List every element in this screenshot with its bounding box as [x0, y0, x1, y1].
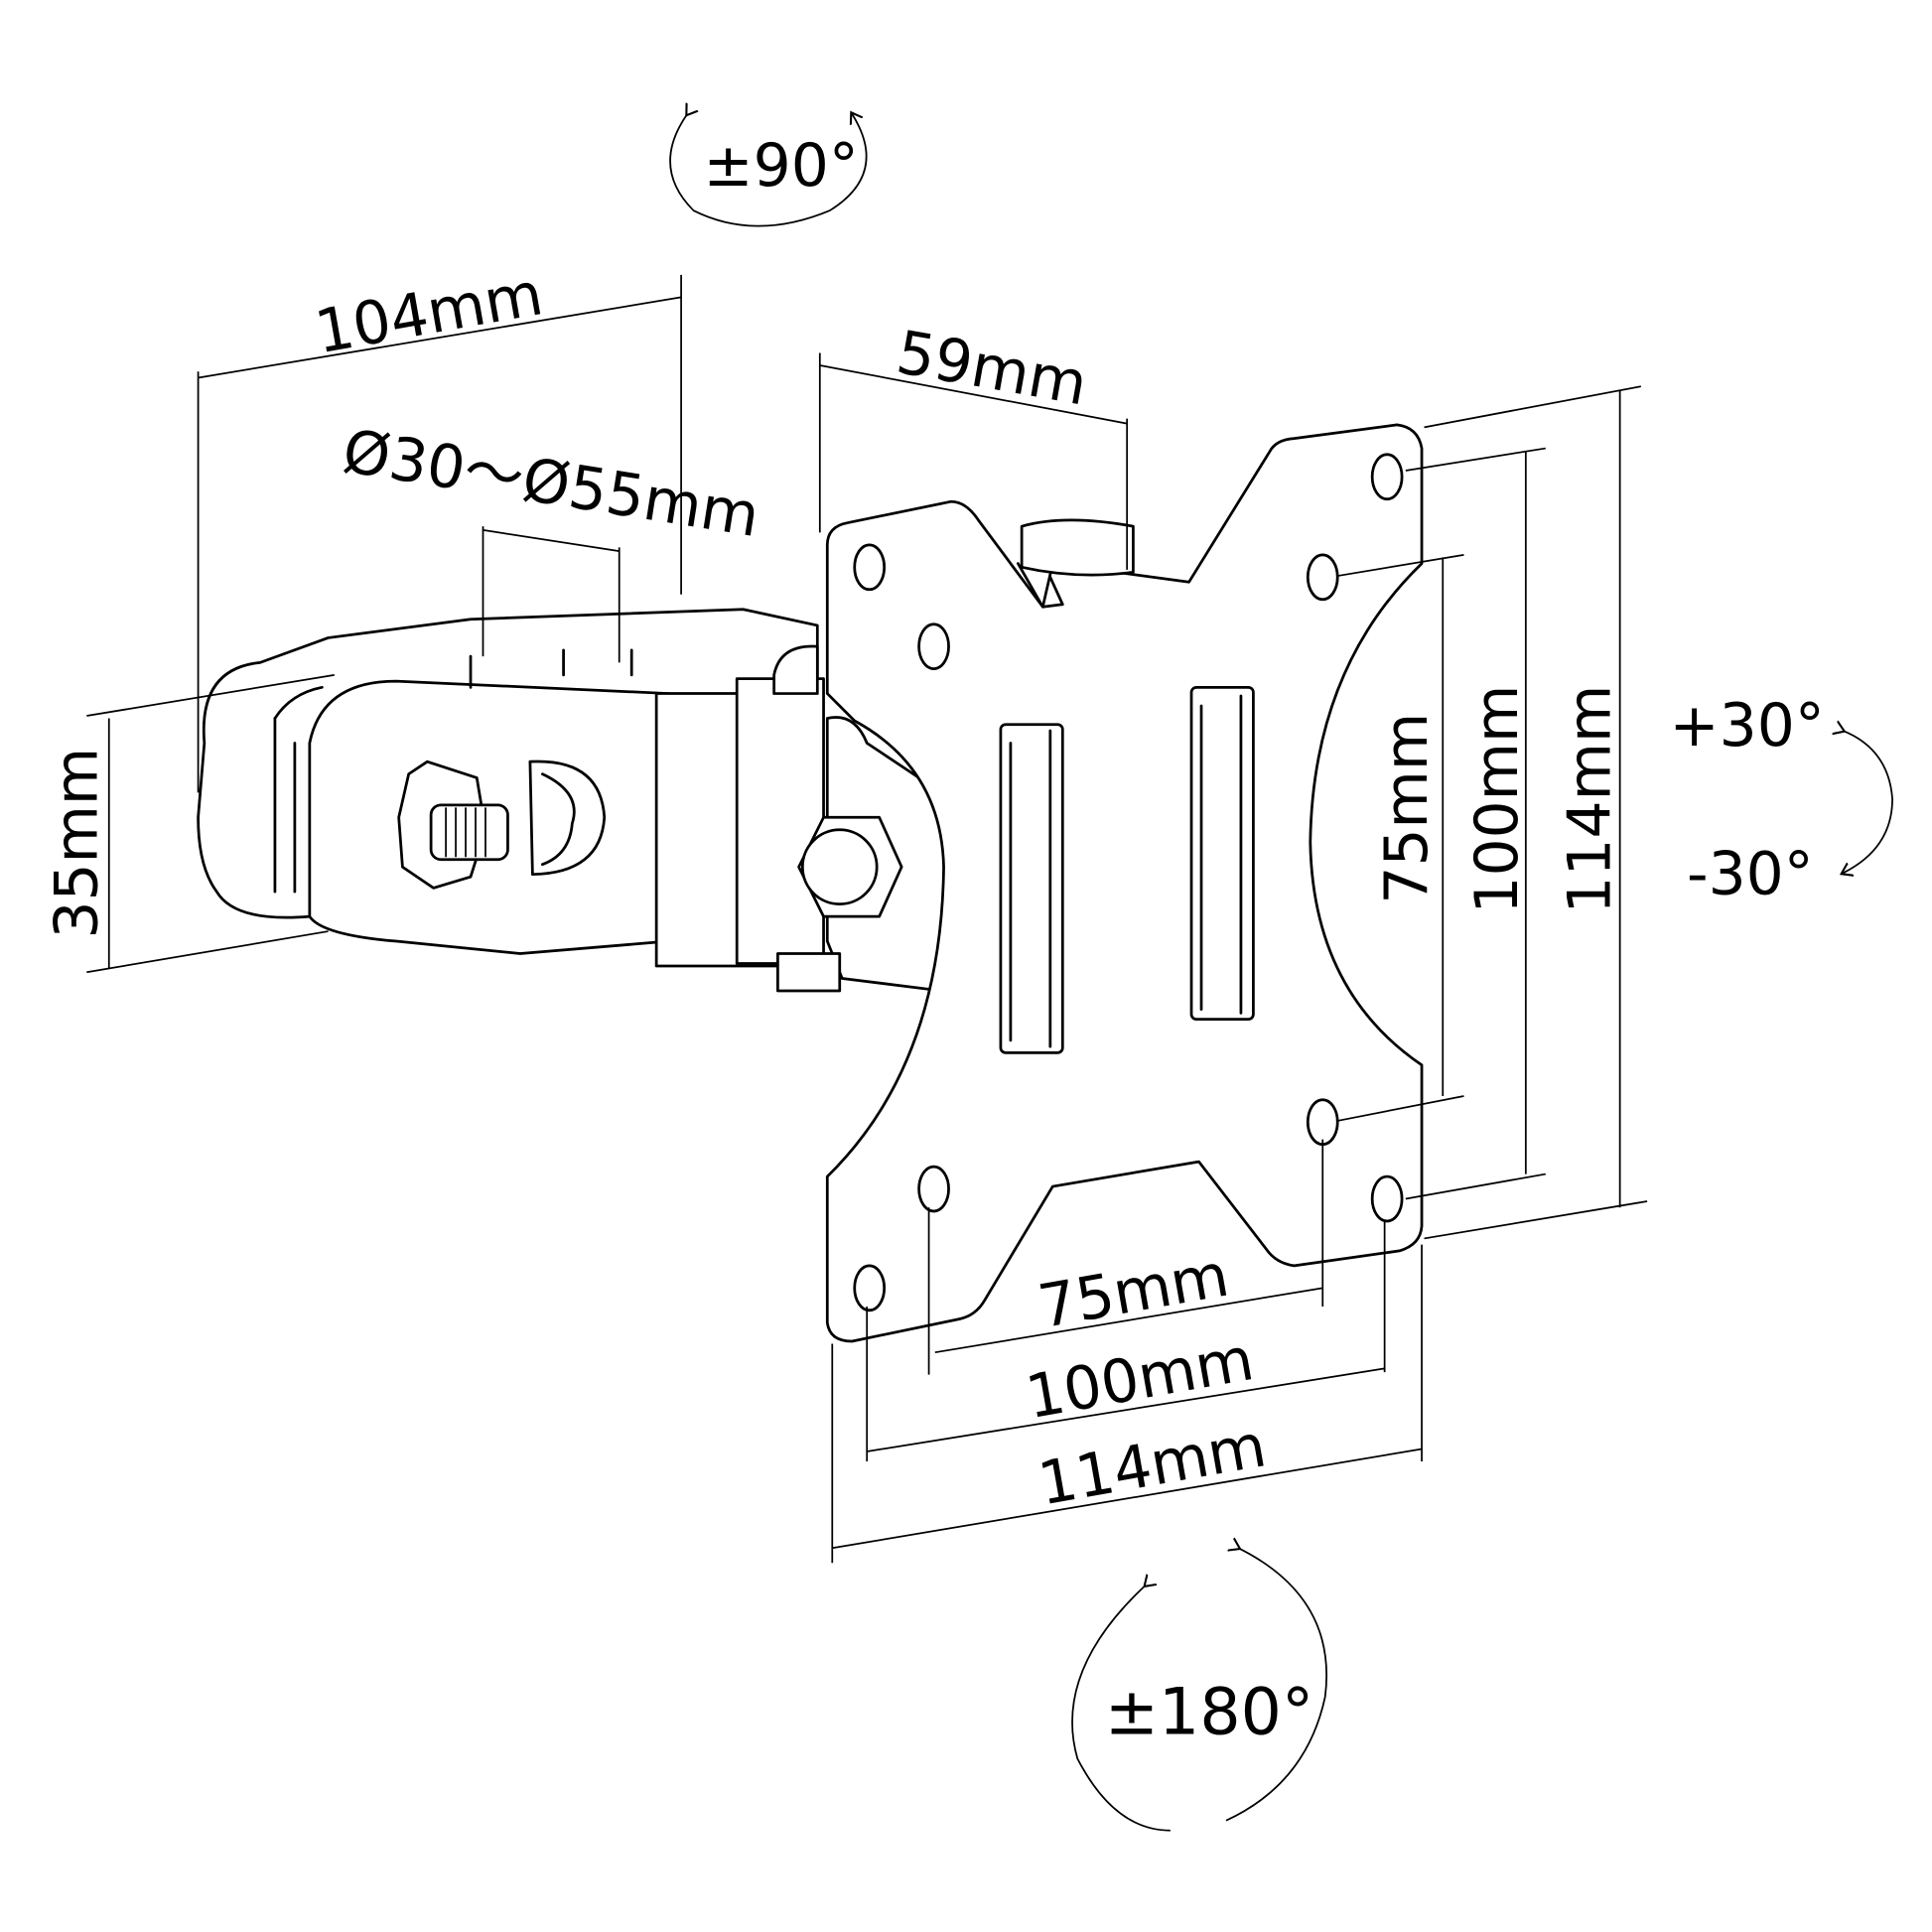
- mounting-holes: [853, 453, 1404, 1312]
- rotate-arrow-icon-2: [1225, 1548, 1327, 1822]
- rotation-tilt-up: +30°: [1670, 691, 1825, 760]
- dim-arm-length: 104mm: [310, 259, 548, 367]
- swivel-arrow-icon: [669, 114, 868, 227]
- dimension-lines: [86, 274, 1648, 1564]
- hex-nut-right-icon: [797, 815, 903, 918]
- dim-plate-height: 114mm: [1556, 685, 1625, 914]
- rotate-arrow-icon-1: [1071, 1586, 1171, 1832]
- dim-plate-width: 114mm: [1034, 1411, 1272, 1519]
- tilt-arrow-icon: [1843, 731, 1893, 873]
- vesa-plate: [825, 423, 1424, 1343]
- arm-assembly: [197, 608, 825, 968]
- rotation-tilt-down: -30°: [1687, 840, 1814, 909]
- rotation-arrows: [669, 114, 1893, 1832]
- dim-clamp-diameter: Ø30～Ø55mm: [339, 417, 764, 551]
- dim-arm-height: 35mm: [42, 748, 111, 939]
- dim-vesa-v-large: 100mm: [1462, 685, 1532, 914]
- rotation-swivel: ±90°: [704, 131, 859, 201]
- dim-plate-depth: 59mm: [892, 318, 1092, 419]
- hex-nut-left-icon: [397, 759, 509, 890]
- dim-vesa-h-small: 75mm: [1034, 1241, 1234, 1342]
- dim-vesa-v-small: 75mm: [1372, 713, 1442, 904]
- rotation-rotate: ±180°: [1105, 1675, 1314, 1749]
